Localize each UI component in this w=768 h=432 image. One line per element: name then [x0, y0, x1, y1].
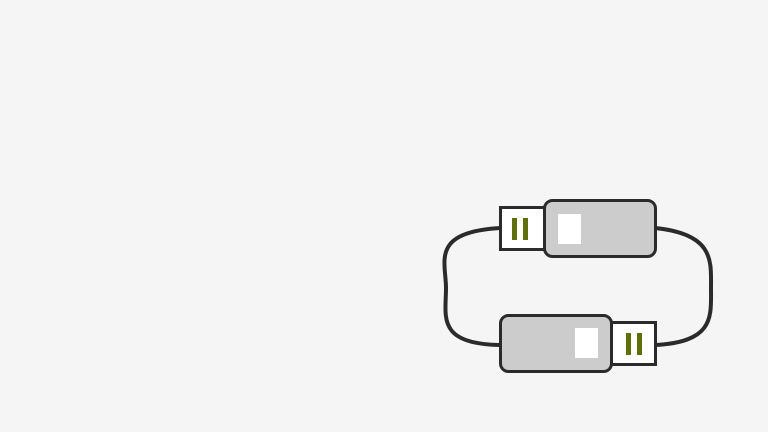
usb-plug-bottom [499, 314, 657, 373]
cable [442, 226, 502, 347]
usb-plug-top [499, 199, 657, 258]
plug-contact [512, 218, 517, 240]
plug-contact [637, 333, 642, 355]
housing-window [575, 328, 598, 358]
plug-contact [626, 333, 631, 355]
plug-tip [499, 206, 547, 251]
plug-tip [610, 321, 657, 366]
plug-contact [523, 218, 528, 240]
housing-window [558, 214, 581, 244]
cable [653, 226, 714, 347]
